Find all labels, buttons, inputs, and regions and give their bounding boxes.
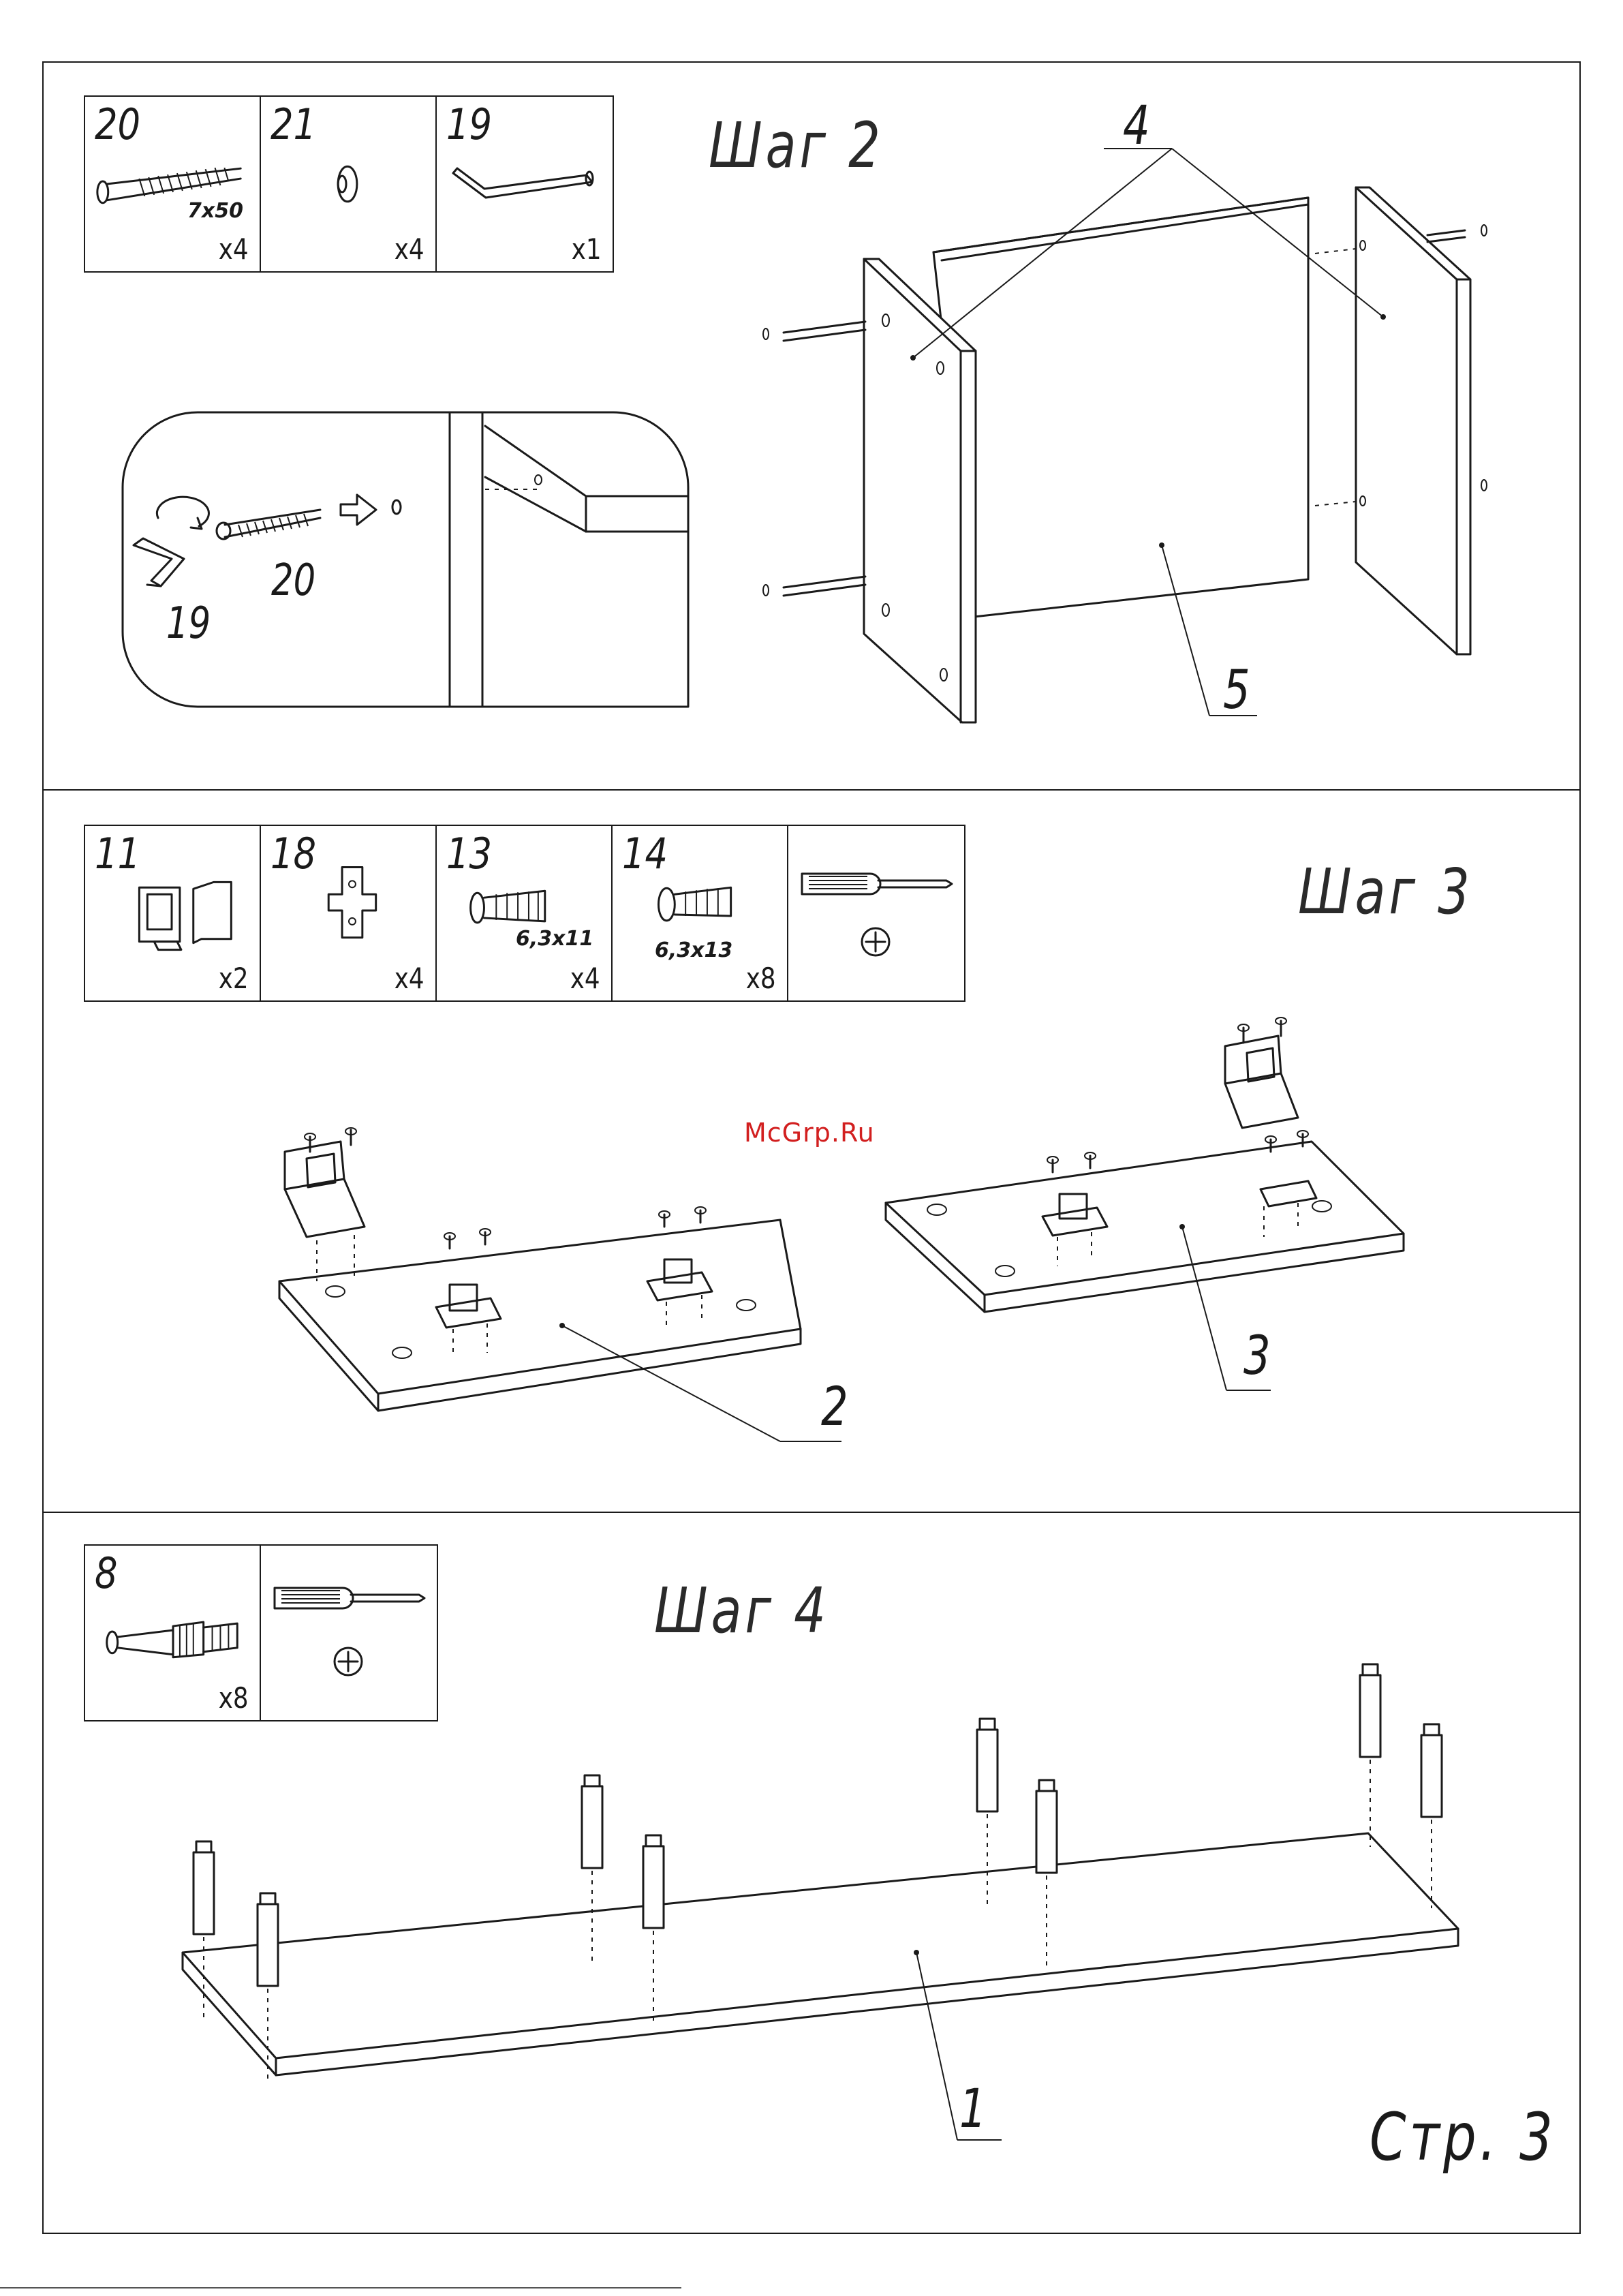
phillips-screwdriver-icon xyxy=(261,1546,437,1720)
step2-panels xyxy=(763,149,1487,722)
callout-4: 4 xyxy=(1123,95,1150,157)
part-quantity: x2 xyxy=(219,962,249,995)
callout-5: 5 xyxy=(1223,660,1250,721)
detail-label-key: 19 xyxy=(166,598,211,649)
detail-label-screw: 20 xyxy=(271,555,315,606)
part-quantity: x1 xyxy=(572,232,602,266)
part-cell: 18 x4 xyxy=(261,826,437,1000)
step-3-title: Шаг 3 xyxy=(1298,855,1473,928)
watermark: McGrp.Ru xyxy=(744,1118,875,1148)
callout-2: 2 xyxy=(821,1377,848,1438)
step2-detail-bubble xyxy=(123,412,688,707)
callout-1: 1 xyxy=(959,2079,987,2140)
part-cell: 13 6,3x11 x4 xyxy=(437,826,613,1000)
part-quantity: x8 xyxy=(746,962,776,995)
part-quantity: x4 xyxy=(570,962,600,995)
part-quantity: x4 xyxy=(219,232,249,266)
part-size: 7x50 xyxy=(187,199,243,223)
step-4-title: Шаг 4 xyxy=(654,1574,829,1647)
part-quantity: x8 xyxy=(219,1681,249,1715)
page-number: Стр. 3 xyxy=(1370,2099,1556,2175)
part-cell: 11 x2 xyxy=(85,826,261,1000)
phillips-screwdriver-icon xyxy=(788,826,964,1000)
part-size: 6,3x11 xyxy=(516,927,593,951)
part-cell xyxy=(261,1546,437,1720)
part-cell xyxy=(788,826,964,1000)
step4-board xyxy=(183,1664,1458,2140)
part-quantity: x4 xyxy=(395,962,424,995)
step-2-parts-table: 20 7x50 x4 21 x4 19 x1 xyxy=(84,95,614,273)
part-cell: 8 x8 xyxy=(85,1546,261,1720)
part-cell: 20 7x50 x4 xyxy=(85,97,261,271)
part-quantity: x4 xyxy=(395,232,424,266)
step-2-title: Шаг 2 xyxy=(709,109,884,182)
part-cell: 21 x4 xyxy=(261,97,437,271)
callout-3: 3 xyxy=(1243,1326,1271,1387)
part-size: 6,3x13 xyxy=(655,938,732,962)
step-3-parts-table: 11 x2 18 x4 13 6,3x11 x4 14 xyxy=(84,825,965,1002)
part-cell: 19 x1 xyxy=(437,97,613,271)
part-cell: 14 6,3x13 x8 xyxy=(613,826,788,1000)
step-4-parts-table: 8 x8 xyxy=(84,1544,438,1721)
